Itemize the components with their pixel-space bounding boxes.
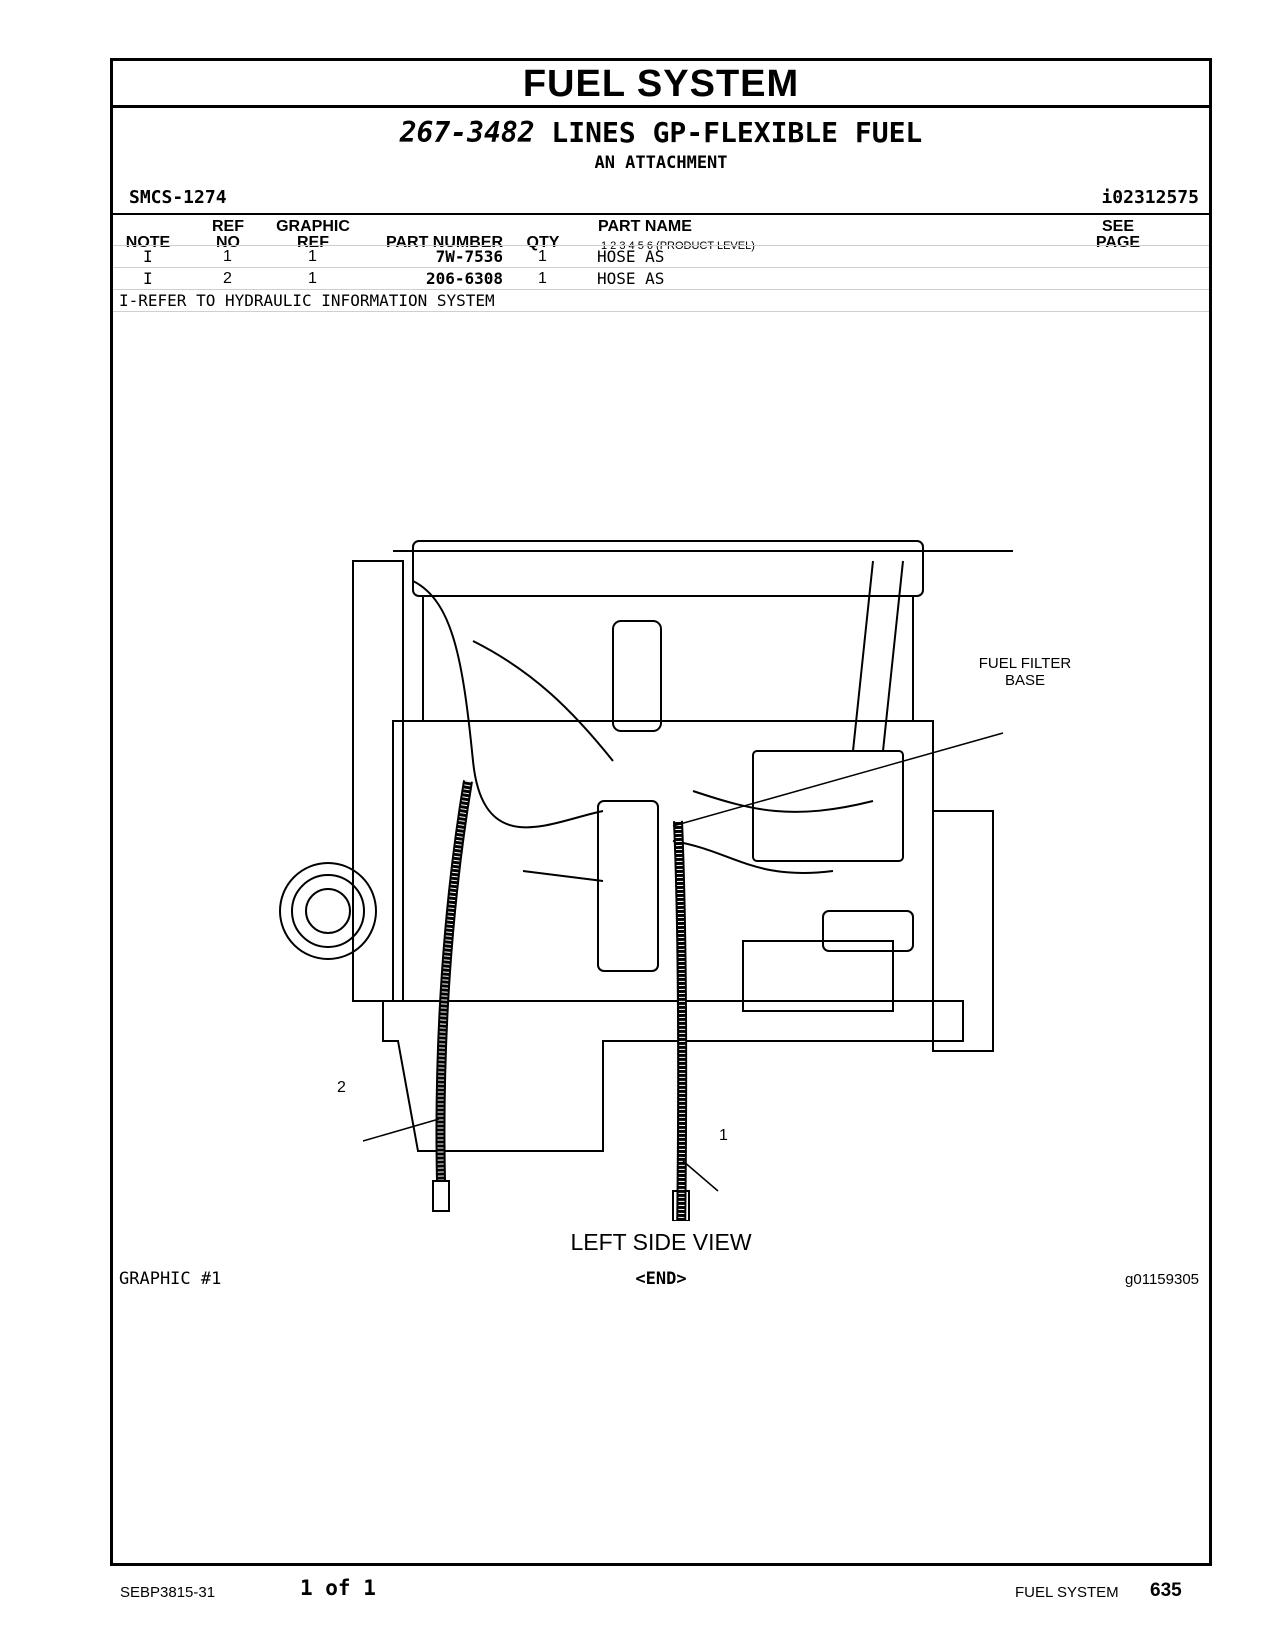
graphic-id: g01159305 — [1125, 1271, 1199, 1288]
callout-fuel-filter-base: FUEL FILTER BASE — [965, 655, 1085, 689]
callout-fuel-filter-line2: BASE — [1004, 672, 1046, 689]
cell-part-name: HOSE AS — [597, 247, 665, 266]
cell-note: I — [143, 247, 153, 266]
cell-part-number: 7W-7536 — [435, 247, 503, 266]
header-divider — [113, 213, 1209, 215]
col-see-page-top: SEE — [1101, 218, 1134, 235]
footer-section: FUEL SYSTEM — [1015, 1584, 1119, 1601]
graphic-label: GRAPHIC #1 — [119, 1269, 222, 1289]
page-frame: FUEL SYSTEM 267-3482 LINES GP-FLEXIBLE F… — [110, 58, 1212, 1566]
cell-part-name: HOSE AS — [597, 269, 665, 288]
cell-ref-no: 1 — [223, 248, 232, 265]
table-row: I 2 1 206-6308 1 HOSE AS — [113, 267, 1209, 290]
col-note: NOTE — [125, 234, 171, 251]
cell-ref-no: 2 — [223, 270, 232, 287]
footer-page-number: 635 — [1150, 1580, 1182, 1601]
section-title: FUEL SYSTEM — [113, 61, 1209, 108]
attachment-label: AN ATTACHMENT — [594, 153, 728, 173]
col-graphic-ref-bottom: REF — [297, 234, 329, 251]
cell-part-number: 206-6308 — [425, 269, 503, 288]
footnote-rule — [113, 311, 1209, 312]
cell-qty: 1 — [538, 270, 547, 287]
table-footnote: I-REFER TO HYDRAULIC INFORMATION SYSTEM — [119, 291, 495, 310]
callout-1: 1 — [719, 1127, 728, 1144]
col-part-name: PART NAME — [598, 218, 692, 235]
view-label: LEFT SIDE VIEW — [570, 1229, 752, 1255]
cell-note: I — [143, 269, 153, 288]
callout-2: 2 — [337, 1079, 346, 1096]
document-ident: i02312575 — [1101, 187, 1199, 208]
col-ref-no-bottom: NO — [216, 234, 240, 251]
group-title: 267-3482 LINES GP-FLEXIBLE FUEL — [113, 117, 1209, 149]
col-graphic-ref-top: GRAPHIC — [276, 218, 350, 235]
col-see-page-bottom: PAGE — [1095, 234, 1141, 251]
col-part-number: PART NUMBER — [385, 234, 503, 251]
col-qty: QTY — [526, 234, 560, 251]
group-part-number: 267-3482 — [399, 116, 535, 149]
table-row: I 1 1 7W-7536 1 HOSE AS — [113, 245, 1209, 268]
cell-graphic-ref: 1 — [308, 248, 317, 265]
smcs-code: SMCS-1274 — [129, 187, 227, 208]
cell-graphic-ref: 1 — [308, 270, 317, 287]
end-marker: <END> — [635, 1269, 687, 1289]
group-part-title: LINES GP-FLEXIBLE FUEL — [551, 116, 923, 149]
engine-illustration — [279, 540, 1013, 1221]
callout-fuel-filter-line1: FUEL FILTER — [978, 655, 1072, 672]
footer-page-count: 1 of 1 — [300, 1576, 376, 1600]
product-level-header: 1 2 3 4 5 6 (PRODUCT LEVEL) — [601, 240, 755, 252]
table-bottom-rule — [113, 289, 1209, 290]
footer-doc-number: SEBP3815-31 — [120, 1584, 216, 1601]
col-ref-no-top: REF — [212, 218, 244, 235]
cell-qty: 1 — [538, 248, 547, 265]
